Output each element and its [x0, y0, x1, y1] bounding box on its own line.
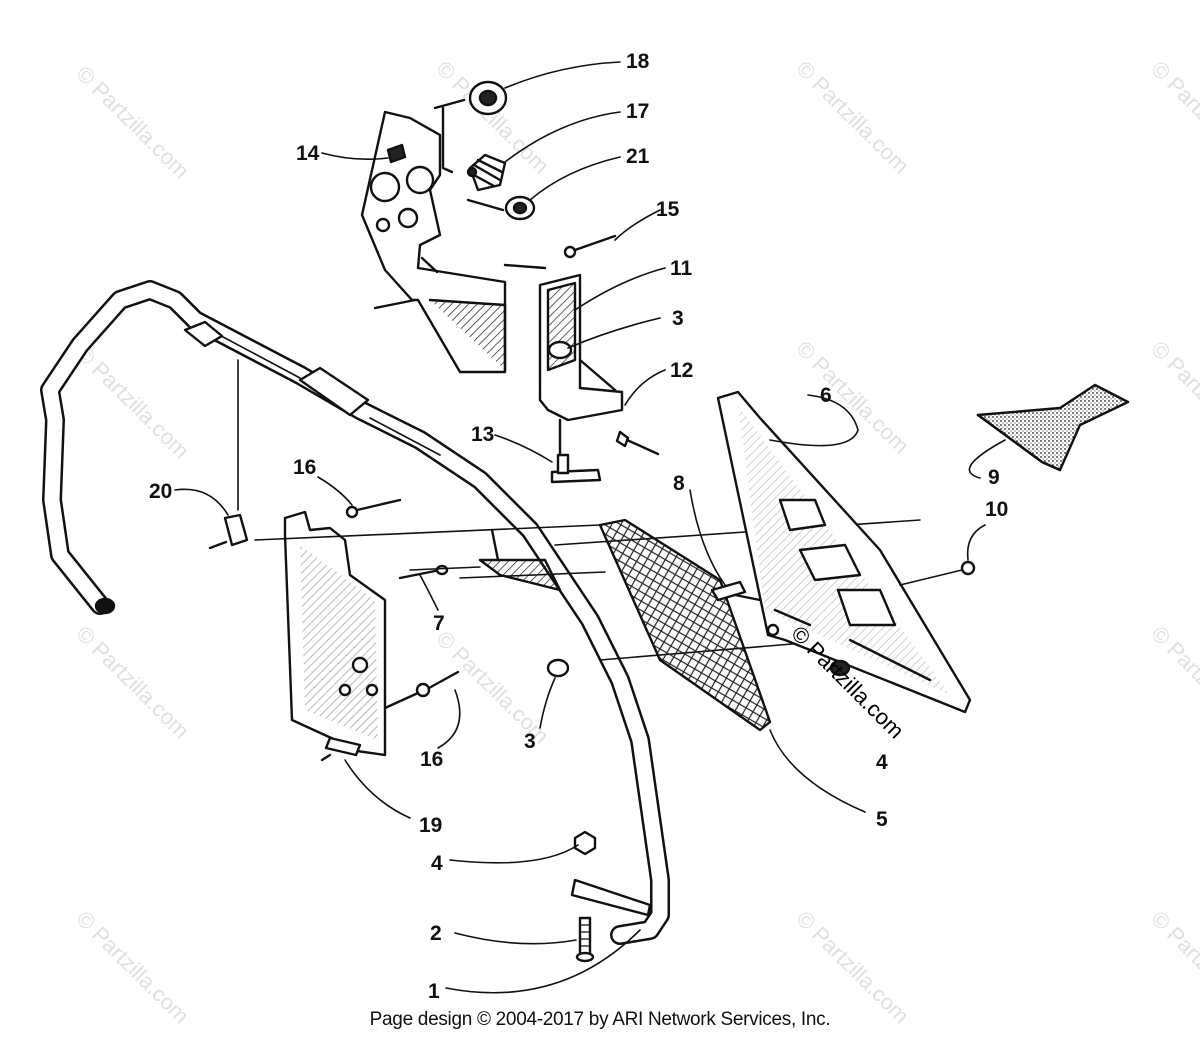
callout-7: 7 [433, 612, 445, 635]
callout-2: 2 [430, 922, 442, 945]
callout-15: 15 [656, 198, 680, 221]
watermark: © Partzilla.com [1146, 56, 1200, 179]
leader-lines [174, 61, 1006, 994]
callouts: 18 17 21 15 14 11 3 12 13 6 9 8 10 16 20… [149, 50, 1008, 1003]
bolt-10 [899, 560, 976, 586]
footer-copyright: Page design © 2004-2017 by ARI Network S… [369, 1009, 831, 1030]
callout-13: 13 [471, 423, 494, 446]
stud-13 [550, 453, 602, 484]
callout-16-upper: 16 [293, 456, 316, 479]
side-plate-lower [283, 510, 387, 762]
callout-19: 19 [419, 814, 442, 837]
callout-1: 1 [428, 980, 440, 1003]
bolt-7 [398, 564, 449, 580]
nut-4-frame [829, 659, 851, 677]
watermark: © Partzilla.com [791, 56, 914, 179]
callout-5: 5 [876, 808, 888, 831]
callout-14: 14 [296, 142, 320, 165]
callout-18: 18 [626, 50, 650, 73]
callout-6: 6 [820, 384, 832, 407]
nut-3-upper [547, 340, 573, 360]
grommet-18 [468, 80, 508, 116]
nut-3-lower [546, 658, 570, 678]
bolt-12 [615, 430, 660, 456]
bolt-15 [563, 234, 617, 259]
side-plate-upper [360, 110, 507, 374]
callout-21: 21 [626, 145, 650, 168]
mesh-grille-5 [598, 518, 772, 732]
nut-4-lower [573, 830, 597, 856]
bracket-8 [710, 580, 762, 602]
watermark: © Partzilla.com [1146, 621, 1200, 744]
callout-10: 10 [985, 498, 1008, 521]
callout-12: 12 [670, 359, 693, 382]
cover-9 [976, 383, 1130, 472]
watermark: © Partzilla.com [71, 61, 194, 184]
callout-9: 9 [988, 466, 1000, 489]
callout-8: 8 [673, 472, 685, 495]
watermark: © Partzilla.com [71, 621, 194, 744]
bolt-16-upper [345, 498, 402, 519]
callout-17: 17 [626, 100, 649, 123]
callout-3-lower: 3 [524, 730, 536, 753]
bolt-2 [575, 916, 595, 963]
watermark: © Partzilla.com [1146, 336, 1200, 459]
bushing-17 [466, 153, 507, 192]
clamp-20 [208, 359, 249, 550]
callout-4-lower: 4 [431, 852, 443, 875]
callout-16-lower: 16 [420, 748, 443, 771]
bumper-bar [40, 280, 670, 945]
watermark: © Partzilla.com [791, 336, 914, 459]
frame-6 [716, 390, 972, 714]
callout-20: 20 [149, 480, 172, 503]
bolt-16-lower [383, 670, 460, 710]
grommet-21 [504, 195, 536, 221]
callout-3-upper: 3 [672, 307, 684, 330]
callout-4-frame: 4 [876, 751, 888, 774]
watermark: © Partzilla.com [71, 341, 194, 464]
callout-11: 11 [670, 257, 693, 280]
